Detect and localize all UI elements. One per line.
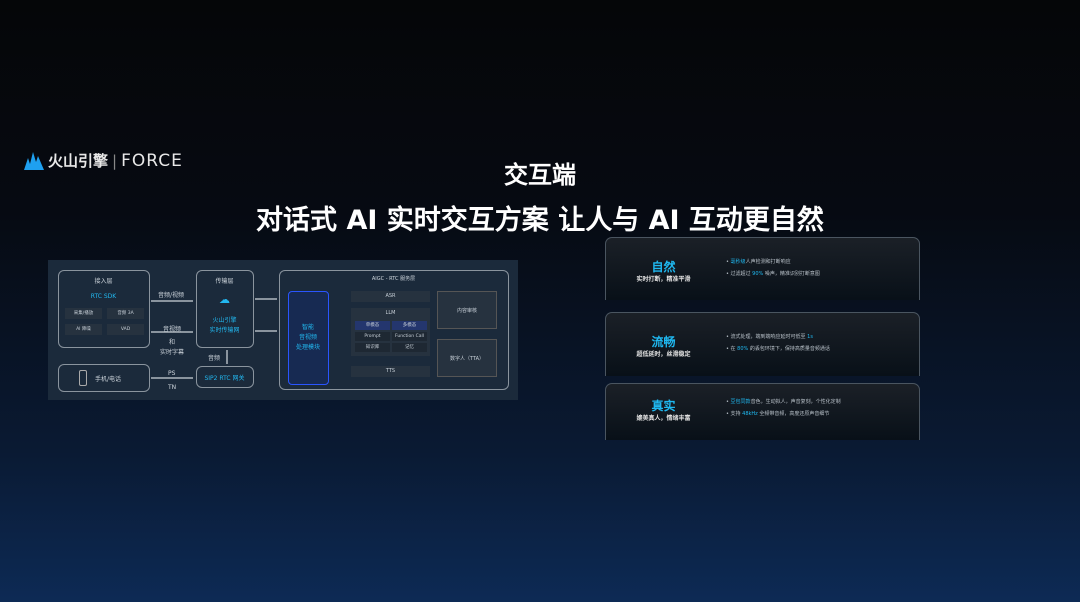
label-down: 和 xyxy=(169,339,176,346)
card-subtitle: 实时打断，精准平滑 xyxy=(636,276,691,283)
highlight: 豆包同款 xyxy=(730,399,751,405)
pstn-label: PS xyxy=(168,370,176,377)
feature-card-natural: 自然 实时打断，精准平滑 • 毫秒级人声检测和打断响应 • 过滤超过 90% 噪… xyxy=(605,237,920,300)
cloud-icon: ☁ xyxy=(219,293,230,306)
arrow-left xyxy=(151,331,193,333)
bullet-text: 支持 xyxy=(730,411,743,417)
tts-box: TTS xyxy=(351,366,430,377)
card-bullets: • 毫秒级人声检测和打断响应 • 过滤超过 90% 噪声，精准识别打断意图 xyxy=(726,259,820,277)
architecture-diagram: 接入层 RTC SDK 采集/播放 音频 3A AI 降噪 VAD 手机/电话 … xyxy=(48,260,518,400)
processing-module: 智能 音视频 处理模块 xyxy=(288,291,329,385)
service-layer-box: AIGC - RTC 服务层 智能 音视频 处理模块 ASR LLM 单模态 多… xyxy=(279,270,509,390)
network-layer-box: 传输层 ☁ 火山引擎 实时传输网 xyxy=(196,270,254,348)
digital-human-box: 数字人（TTA） xyxy=(437,339,497,377)
sdk-cell: VAD xyxy=(107,324,144,335)
sdk-cell: AI 降噪 xyxy=(65,324,102,335)
label-up: 音频/视频 xyxy=(158,292,185,299)
label-down: 实时字幕 xyxy=(160,349,185,356)
sdk-cell: 采集/播放 xyxy=(65,308,102,319)
bullet-text: 人声检测和打断响应 xyxy=(745,259,791,265)
sip-gateway-box: SIP2 RTC 网关 xyxy=(196,366,254,388)
bullet-text: 音色，生动拟人，声音复刻，个性化定制 xyxy=(750,399,841,405)
card-subtitle: 媲美真人，情绪丰富 xyxy=(636,415,691,422)
module-label: 智能 xyxy=(301,324,314,331)
arrow-right xyxy=(255,298,277,300)
card-bullets: • 流式处理，端到端响应延时可低至 1s • 在 80% 的丢包环境下，保持高质… xyxy=(726,334,830,352)
access-layer-box: 接入层 RTC SDK 采集/播放 音频 3A AI 降噪 VAD xyxy=(58,270,150,348)
llm-label: LLM xyxy=(385,310,396,316)
label-down: 音视频 xyxy=(163,326,182,333)
volcano-logo-icon xyxy=(24,151,44,170)
sdk-cell: 音频 3A xyxy=(107,308,144,319)
arrow-right xyxy=(151,300,193,302)
bullet-text: 过滤超过 xyxy=(730,271,753,277)
llm-cell: 知识库 xyxy=(355,343,390,352)
label-audio: 音频 xyxy=(208,355,221,362)
arrow-vertical xyxy=(226,350,228,364)
rtc-sdk-label: RTC SDK xyxy=(90,293,117,300)
llm-cell: Function Call xyxy=(392,332,427,341)
card-subtitle: 超低延时，丝滑稳定 xyxy=(636,351,691,358)
card-heading: 流畅 xyxy=(651,335,676,349)
llm-cell: 单模态 xyxy=(355,321,390,330)
feature-card-real: 真实 媲美真人，情绪丰富 • 豆包同款音色，生动拟人，声音复刻，个性化定制 • … xyxy=(605,383,920,440)
sip-gateway-label: SIP2 RTC 网关 xyxy=(204,375,245,382)
module-label: 处理模块 xyxy=(295,344,320,351)
bullet-text: 噪声，精准识别打断意图 xyxy=(763,271,820,277)
bullet-text: 流式处理，端到端响应延时可低至 xyxy=(730,334,808,340)
logo-separator: | xyxy=(112,151,118,170)
highlight: 毫秒级 xyxy=(730,259,746,265)
logo-brand: 火山引擎 xyxy=(48,152,109,170)
card-bullets: • 豆包同款音色，生动拟人，声音复刻，个性化定制 • 支持 48kHz 全频带音… xyxy=(726,399,841,417)
pstn-label: TN xyxy=(168,384,177,391)
logo-product: FORCE xyxy=(121,150,183,171)
llm-cell: Prompt xyxy=(355,332,390,341)
arrow-left xyxy=(255,330,277,332)
network-name: 火山引擎 xyxy=(212,317,237,324)
phone-icon xyxy=(79,370,87,386)
phone-box: 手机/电话 xyxy=(58,364,150,392)
bullet-text: 全频带音频，高度还原声音细节 xyxy=(757,411,830,417)
arrow-both xyxy=(151,377,193,379)
card-heading: 真实 xyxy=(651,399,676,413)
card-heading: 自然 xyxy=(651,260,676,274)
highlight: 80% xyxy=(737,346,749,352)
network-name: 实时传输网 xyxy=(209,327,240,334)
llm-cell: 多模态 xyxy=(392,321,427,330)
highlight: 90% xyxy=(752,271,764,277)
service-layer-title: AIGC - RTC 服务层 xyxy=(371,276,416,282)
bullet-text: 的丢包环境下，保持高质量音频通话 xyxy=(748,346,830,352)
feature-card-smooth: 流畅 超低延时，丝滑稳定 • 流式处理，端到端响应延时可低至 1s • 在 80… xyxy=(605,312,920,376)
content-audit-box: 内容审核 xyxy=(437,291,497,329)
brand-logo: 火山引擎 | FORCE xyxy=(24,150,183,171)
highlight: 48kHz xyxy=(742,411,758,417)
slide-subtitle: 对话式 AI 实时交互方案 让人与 AI 互动更自然 xyxy=(256,205,824,236)
slide-title: 交互端 xyxy=(504,161,576,189)
llm-cell: 记忆 xyxy=(392,343,427,352)
access-layer-title: 接入层 xyxy=(94,278,113,285)
module-label: 音视频 xyxy=(298,334,317,341)
bullet-text: 在 xyxy=(730,346,738,352)
phone-label: 手机/电话 xyxy=(95,376,122,383)
highlight: 1s xyxy=(807,334,813,340)
network-layer-title: 传输层 xyxy=(215,278,234,285)
asr-box: ASR xyxy=(351,291,430,302)
